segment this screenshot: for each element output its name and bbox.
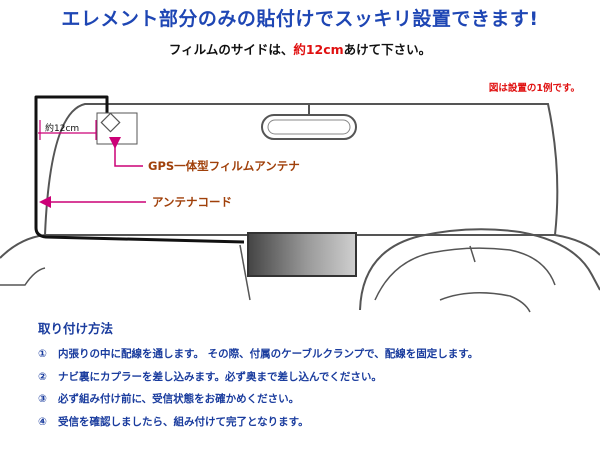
step-number: ② [38, 370, 47, 383]
rearview-mirror [261, 114, 357, 140]
distance-label: 約12cm [45, 124, 80, 134]
step-number: ① [38, 348, 47, 360]
instructions-title: 取り付け方法 [38, 321, 114, 336]
step-text: ナビ裏にカプラーを差し込みます。必ず奥まで差し込んでください。 [58, 370, 382, 383]
step-number: ④ [38, 415, 47, 428]
antenna-cord [34, 95, 245, 244]
example-note: 図は設置の1例です。 [488, 83, 580, 94]
subheading-prefix: フィルムのサイドは、 [168, 42, 294, 57]
installation-instructions: 取り付け方法 ① 内張りの中に配線を通します。 その際、付属のケーブルクランプで、… [38, 318, 578, 436]
subheading: フィルムのサイドは、約12cmあけて下さい。 [0, 39, 600, 58]
step-text: 必ず組み付け前に、受信状態をお確かめください。 [58, 393, 300, 405]
instruction-step: ② ナビ裏にカプラーを差し込みます。必ず奥まで差し込んでください。 [38, 369, 578, 392]
step-text: 内張りの中に配線を通します。 その際、付属のケーブルクランプで、配線を固定します… [58, 348, 479, 360]
step-number: ③ [38, 393, 47, 405]
gps-antenna-label: GPS一体型フィルムアンテナ [148, 159, 300, 173]
instruction-step: ① 内張りの中に配線を通します。 その際、付属のケーブルクランプで、配線を固定しま… [38, 346, 578, 369]
headline: エレメント部分のみの貼付けでスッキリ設置できます! [61, 8, 539, 30]
antenna-cord-label: アンテナコード [152, 195, 233, 209]
step-text: 受信を確認しましたら、組み付けて完了となります。 [58, 415, 309, 428]
gps-callout-line [109, 137, 143, 167]
subheading-highlight: 約12cm [293, 42, 344, 57]
instruction-step: ③ 必ず組み付け前に、受信状態をお確かめください。 [38, 391, 578, 414]
instruction-step: ④ 受信を確認しましたら、組み付けて完了となります。 [38, 414, 578, 437]
navigation-monitor [247, 232, 357, 277]
windshield-outline [44, 103, 559, 236]
steering-wheel [359, 228, 600, 313]
gps-film-antenna [96, 112, 138, 145]
subheading-suffix: あけて下さい。 [343, 42, 432, 57]
